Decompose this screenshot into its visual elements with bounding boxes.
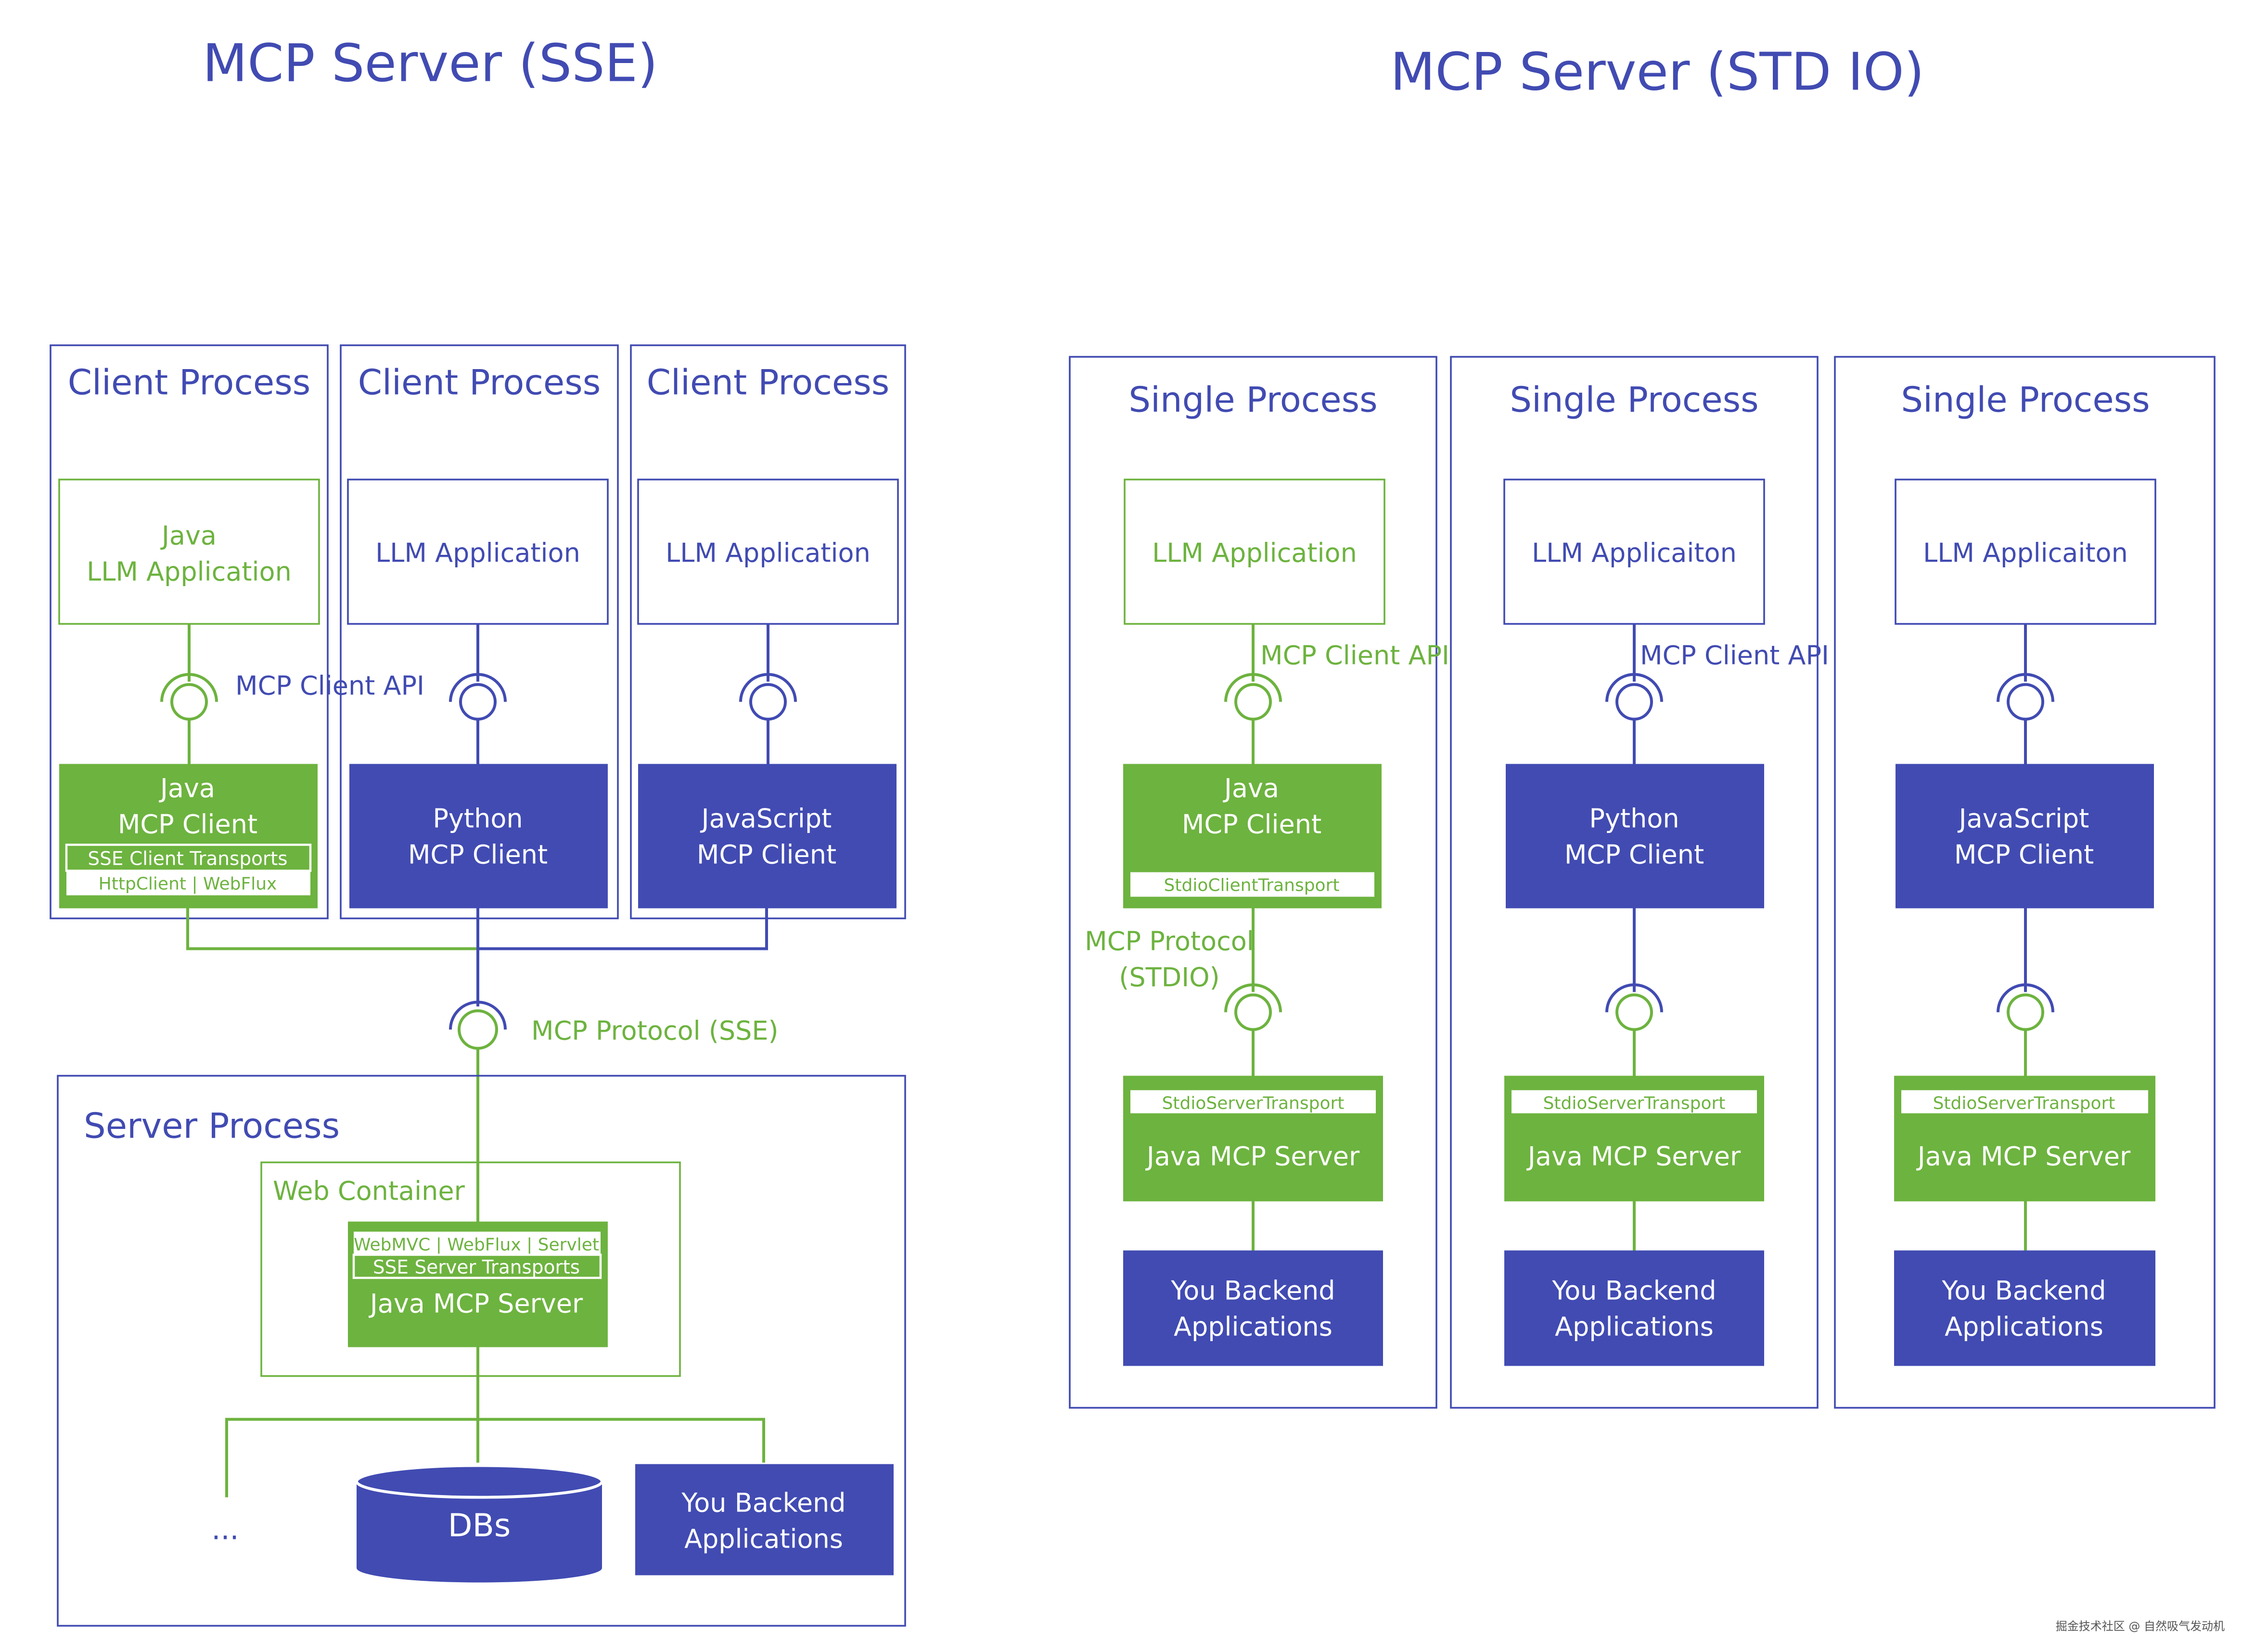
sse-client-api-socket-2 [449,624,507,764]
client-label-line-2: MCP Client [1954,840,2094,870]
stdio-protocol-socket-3 [1997,908,2054,1076]
watermark: 掘金技术社区 @ 自然吸气发动机 [2056,1620,2225,1633]
server-name: Java MCP Server [1526,1141,1741,1172]
sse-client-connectors [186,908,768,1007]
app-label-line-2: LLM Application [87,557,292,587]
sse-client-transports-label: SSE Client Transports [88,848,287,870]
sse-ellipsis: ... [211,1513,239,1547]
stdio-client-api-socket-3 [1997,624,2054,764]
stdio-backend-applications-1: You Backend Applications [1123,1250,1383,1366]
sse-client-transport-impl: HttpClient | WebFlux [99,874,277,894]
stdio-single-process-2: Single Process [1450,356,1819,1409]
sse-title: MCP Server (SSE) [203,34,658,94]
stdio-llm-application-2: LLM Applicaiton [1503,478,1765,625]
stdio-single-process-1: Single Process [1069,356,1437,1409]
stdio-client-api-label-1: MCP Client API [1260,640,1449,671]
sse-server-connectors [225,1347,765,1498]
stdio-protocol-socket-2 [1605,908,1663,1076]
server-name: Java MCP Server [369,1289,583,1319]
backend-line-2: Applications [684,1524,843,1554]
client-label-line-2: MCP Client [1564,840,1704,870]
stdio-client-api-label-2: MCP Client API [1640,640,1829,671]
stdio-protocol-label-line-1: MCP Protocol [1085,926,1254,957]
stdio-protocol-label-line-2: (STDIO) [1119,962,1219,993]
stdio-python-mcp-client: Python MCP Client [1506,764,1764,909]
sse-client-api-socket-1 [160,624,218,764]
sse-backend-applications: You Backend Applications [635,1464,894,1575]
stdio-llm-application-3: LLM Applicaiton [1895,478,2156,625]
sse-llm-application-python: LLM Application [347,478,609,625]
sse-client-api-label: MCP Client API [235,671,424,701]
app-label: LLM Application [1152,538,1357,568]
db-label: DBs [448,1507,511,1544]
client-label-line-1: Python [433,804,523,834]
client-process-label: Client Process [68,362,310,403]
sse-server-process: Server Process [57,1075,906,1627]
single-process-label: Single Process [1901,380,2150,420]
stdio-client-transport-label: StdioClientTransport [1164,876,1340,896]
client-label-line-1: Java [159,773,215,804]
sse-llm-application-javascript: LLM Application [637,478,899,625]
stdio-protocol-socket-1 [1224,908,1282,1076]
stdio-backend-applications-3: You Backend Applications [1894,1250,2155,1366]
client-process-label: Client Process [358,362,601,403]
stdio-javascript-mcp-client: JavaScript MCP Client [1896,764,2154,909]
web-container-label: Web Container [273,1176,465,1206]
backend-line-2: Applications [1555,1312,1714,1342]
client-label-line-1: JavaScript [1958,804,2089,834]
backend-line-2: Applications [1945,1312,2103,1342]
backend-line-1: You Backend [1941,1276,2106,1306]
stdio-client-api-socket-2 [1605,624,1663,764]
app-label: LLM Application [375,538,580,568]
sse-java-mcp-client: Java MCP Client SSE Client Transports Ht… [59,764,318,909]
server-name: Java MCP Server [1145,1141,1360,1172]
client-process-label: Client Process [647,362,889,403]
app-label: LLM Application [666,538,871,568]
app-label: LLM Applicaiton [1532,538,1737,568]
stdio-llm-application-1: LLM Application [1124,478,1385,625]
client-label-line-1: Python [1589,804,1679,834]
app-label: LLM Applicaiton [1923,538,2128,568]
stdio-backend-applications-2: You Backend Applications [1504,1250,1764,1366]
sse-database: DBs [355,1464,603,1583]
sse-java-mcp-server: WebMVC | WebFlux | Servlet SSE Server Tr… [348,1221,608,1347]
sse-protocol-socket [449,1000,507,1225]
stdio-java-mcp-server-3: StdioServerTransport Java MCP Server [1894,1076,2155,1202]
single-process-label: Single Process [1510,380,1758,420]
app-label-line-1: Java [160,521,217,551]
sse-client-api-socket-3 [739,624,797,764]
single-process-label: Single Process [1128,380,1377,420]
client-label-line-2: MCP Client [408,840,548,870]
client-label-line-1: JavaScript [700,804,832,834]
sse-protocol-label: MCP Protocol (SSE) [531,1016,779,1046]
server-transport-label: StdioServerTransport [1543,1094,1726,1114]
stdio-single-process-3: Single Process [1834,356,2216,1409]
sse-python-mcp-client: Python MCP Client [349,764,608,909]
backend-line-2: Applications [1174,1312,1332,1342]
sse-web-container: Web Container [260,1161,681,1377]
stdio-java-mcp-server-1: StdioServerTransport Java MCP Server [1123,1076,1383,1202]
client-label-line-2: MCP Client [118,809,257,840]
server-transport-label: StdioServerTransport [1162,1094,1345,1114]
stdio-title: MCP Server (STD IO) [1390,42,1924,102]
backend-line-1: You Backend [1170,1276,1335,1306]
server-transport-label: StdioServerTransport [1933,1094,2115,1114]
server-name: Java MCP Server [1916,1141,2131,1172]
sse-javascript-mcp-client: JavaScript MCP Client [638,764,897,909]
server-impl-label: WebMVC | WebFlux | Servlet [354,1235,599,1255]
client-label-line-1: Java [1223,773,1279,804]
client-label-line-2: MCP Client [697,840,836,870]
stdio-backend-connectors [1252,1201,2027,1251]
server-process-label: Server Process [84,1106,340,1146]
stdio-java-mcp-server-2: StdioServerTransport Java MCP Server [1504,1076,1764,1202]
client-label-line-2: MCP Client [1182,809,1321,840]
sse-java-llm-application: Java LLM Application [58,478,320,625]
server-transport-label: SSE Server Transports [373,1257,580,1279]
backend-line-1: You Backend [1551,1276,1716,1306]
stdio-client-api-socket-1 [1224,624,1282,764]
backend-line-1: You Backend [681,1488,846,1518]
stdio-java-mcp-client: Java MCP Client StdioClientTransport [1123,764,1382,909]
